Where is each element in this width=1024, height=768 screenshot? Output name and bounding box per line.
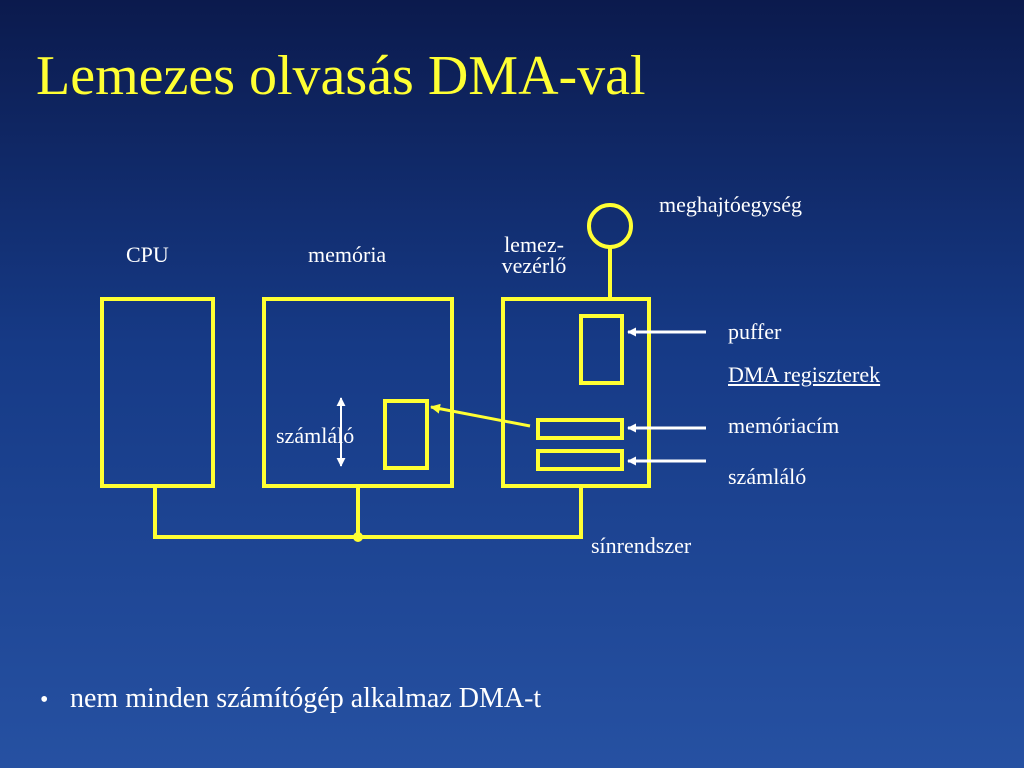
buffer-label: puffer	[728, 319, 782, 344]
address-pointer-arrow	[430, 403, 531, 428]
cpu-box	[100, 297, 215, 488]
drive-unit-label: meghajtóegység	[659, 192, 802, 217]
dma-registers-label: DMA regiszterek	[728, 362, 881, 387]
disk-controller-box	[501, 297, 651, 488]
drive-unit-circle	[587, 203, 633, 249]
bus-label: sínrendszer	[591, 533, 692, 558]
counter-register	[536, 449, 624, 471]
bullet-dot-icon: •	[40, 687, 49, 713]
disk-controller-label-line1: lemez-	[504, 232, 564, 257]
counter-label: számláló	[728, 464, 807, 489]
memory-target-block	[383, 399, 429, 470]
bus-junction-dot	[353, 532, 363, 542]
bullet-text: nem minden számítógép alkalmaz DMA-t	[70, 683, 542, 714]
slide-title: Lemezes olvasás DMA-val	[36, 45, 646, 107]
memory-box	[262, 297, 454, 488]
memory-address-label: memóriacím	[728, 413, 840, 438]
memory-label: memória	[308, 242, 387, 267]
disk-controller-label-line2: vezérlő	[501, 253, 567, 278]
memory-counter-label: számláló	[276, 423, 355, 448]
disk-controller-label: lemez- vezérlő	[494, 232, 574, 278]
cpu-label: CPU	[126, 242, 169, 267]
memory-address-register	[536, 418, 624, 440]
bullet-list: • nem minden számítógép alkalmaz DMA-t	[40, 685, 541, 713]
buffer-register	[579, 314, 624, 385]
bullet-item: • nem minden számítógép alkalmaz DMA-t	[40, 685, 541, 713]
